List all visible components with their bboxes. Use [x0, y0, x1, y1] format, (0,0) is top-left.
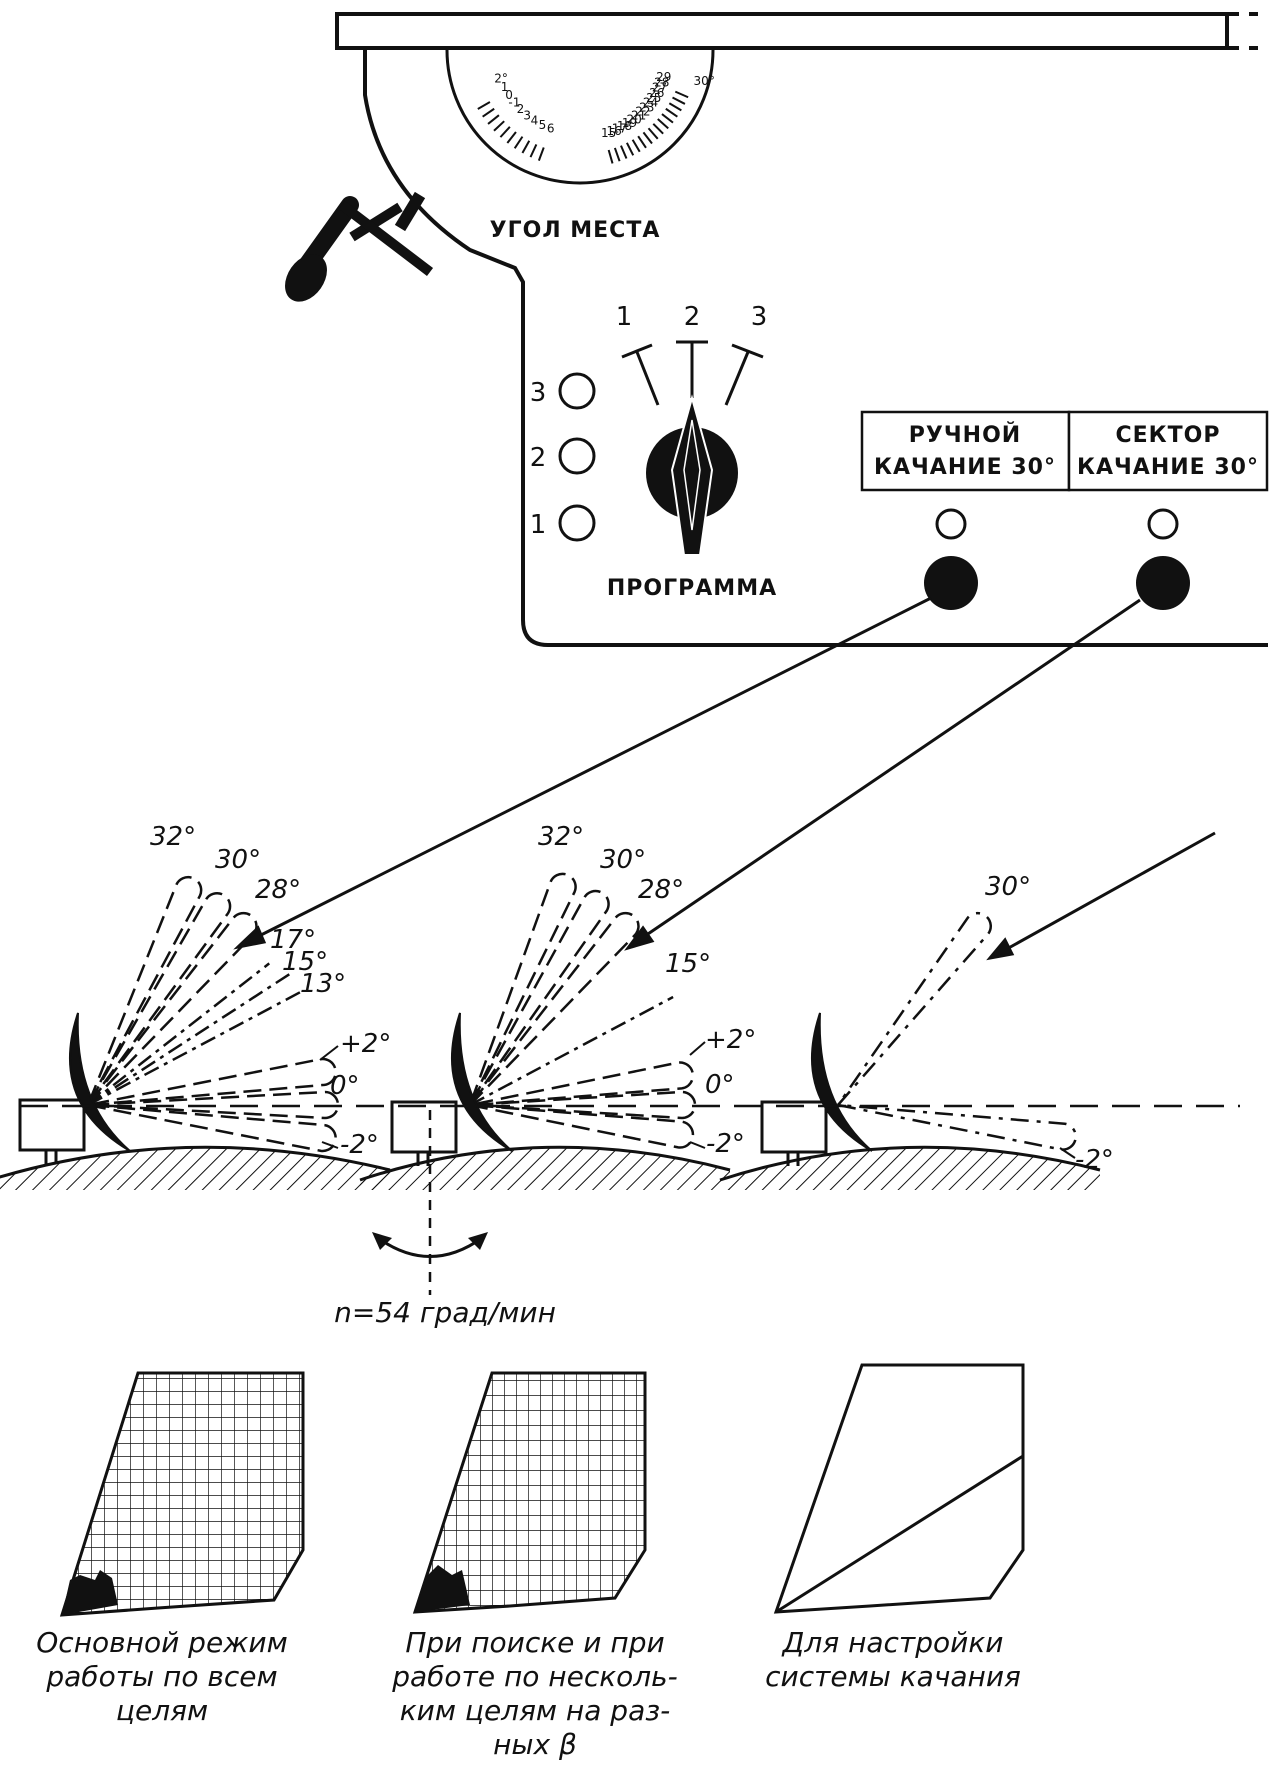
indicator-lamp-3 — [558, 372, 596, 410]
beam-angle-label: 13° — [300, 969, 346, 999]
coverage-panel-left — [59, 1371, 305, 1617]
beam-angle-label: 32° — [150, 822, 196, 852]
program-label: ПРОГРАММА — [607, 576, 777, 601]
dial-left-label: 3 — [523, 108, 531, 122]
caption-left: Основной режим работы по всем целям — [36, 1626, 287, 1727]
caption-right: Для настройки системы качания — [765, 1626, 1021, 1693]
sector-box-line1: СЕКТОР — [1116, 423, 1221, 448]
program-position-1: 1 — [616, 302, 633, 332]
dial-right-label: 27 — [652, 81, 667, 95]
indicator-lamp-1 — [558, 504, 596, 542]
elevation-label: УГОЛ МЕСТА — [490, 218, 661, 243]
program-indicators: 3 2 1 — [530, 372, 596, 542]
beam-angle-label: 30° — [600, 845, 646, 875]
dial-left-label: 2° — [494, 72, 508, 86]
dial-right-label: 28 — [654, 75, 669, 89]
coverage-panel-right — [773, 1363, 1025, 1614]
dial-left-label: 1 — [501, 80, 509, 94]
caption-middle-line2: работе по несколь- — [391, 1660, 678, 1693]
beam-angle-label: -2° — [706, 1129, 745, 1159]
sector-mode-button[interactable] — [1136, 556, 1190, 610]
dial-right-label: 16 — [606, 124, 621, 138]
dial-left-label: 5 — [539, 118, 547, 132]
caption-middle-line4: ных β — [493, 1728, 577, 1761]
caption-middle-line1: При поиске и при — [405, 1626, 664, 1659]
manual-mode-lamp — [935, 508, 967, 540]
beam-diagram-left: 32° 30°28° 17°15°13° +2° 0° -2° — [0, 822, 391, 1190]
dial-left-label: 2 — [517, 102, 525, 116]
caption-left-line3: целям — [116, 1694, 208, 1727]
beam-angle-label: 17° — [270, 925, 316, 955]
dial-right-label: 20 — [627, 112, 642, 126]
beam-angle-label: 30° — [985, 872, 1031, 902]
beam-angle-label: 28° — [638, 875, 684, 905]
beam-angle-label: +2° — [705, 1025, 756, 1055]
beam-diagram-right: 30° -2° — [719, 872, 1114, 1190]
beam-angle-label: 32° — [538, 822, 584, 852]
beam-angle-label: -2° — [340, 1130, 379, 1160]
sector-mode-box: СЕКТОР КАЧАНИЕ 30° — [1067, 410, 1269, 492]
dial-right-label: 21 — [631, 109, 646, 123]
beam-angle-label: 15° — [665, 949, 711, 979]
dial-left-label: 6 — [547, 122, 555, 136]
program-position-3: 3 — [751, 302, 768, 332]
top-rail — [335, 12, 1229, 50]
dial-right-label: 26 — [649, 86, 664, 100]
dial-right-label: 23 — [639, 100, 654, 114]
dial-right-label: 22 — [635, 105, 650, 119]
beam-angle-label: -2° — [1075, 1145, 1114, 1175]
caption-right-line1: Для настройки — [781, 1626, 1004, 1659]
indicator-number-3: 3 — [530, 378, 547, 408]
sector-box-line2: КАЧАНИЕ 30° — [1077, 455, 1259, 480]
coverage-panel-middle — [412, 1371, 647, 1614]
dial-right-label: 29 — [656, 70, 671, 84]
dial-right-label: 19 — [622, 116, 637, 130]
manual-mode-box: РУЧНОЙ КАЧАНИЕ 30° — [860, 410, 1071, 492]
dial-left-label: -1 — [508, 95, 520, 109]
panel-outline — [363, 50, 1268, 647]
rotation-speed-label: n=54 град/мин — [334, 1296, 556, 1329]
manual-box-line1: РУЧНОЙ — [909, 422, 1021, 448]
beam-angle-label: +2° — [340, 1029, 391, 1059]
program-switch[interactable]: 1 2 3 — [616, 302, 768, 556]
caption-left-line1: Основной режим — [36, 1626, 287, 1659]
caption-right-line2: системы качания — [765, 1660, 1021, 1693]
manual-box-line2: КАЧАНИЕ 30° — [874, 455, 1056, 480]
program-position-2: 2 — [684, 302, 701, 332]
dial-left-label: 4 — [531, 114, 539, 128]
beam-angle-label: 28° — [255, 875, 301, 905]
crank-handle[interactable] — [276, 191, 434, 310]
beam-diagram-middle: 32° 30°28° 15° +2° 0° -2° — [359, 822, 756, 1190]
dial-right-label: 25 — [646, 91, 661, 105]
indicator-number-2: 2 — [530, 443, 547, 473]
dial-right-label: 17 — [612, 122, 627, 136]
pointer-arrows — [233, 596, 1216, 961]
dial-right-label: 18 — [617, 119, 632, 133]
dial-right-label: 24 — [643, 96, 658, 110]
beam-angle-label: 0° — [705, 1070, 735, 1100]
dial-right-label: 15 — [601, 126, 616, 140]
indicator-number-1: 1 — [530, 510, 547, 540]
sector-mode-lamp — [1147, 508, 1179, 540]
caption-middle: При поиске и при работе по несколь- ким … — [391, 1626, 678, 1761]
dial-left-label: 0 — [505, 88, 513, 102]
indicator-lamp-2 — [558, 437, 596, 475]
dial-right-label: 30° — [694, 74, 715, 88]
caption-left-line2: работы по всем — [45, 1660, 277, 1693]
rotation-indicator — [372, 1110, 488, 1295]
caption-middle-line3: ким целям на раз- — [400, 1694, 670, 1727]
beam-angle-label: 30° — [215, 845, 261, 875]
beam-angle-label: 15° — [282, 947, 328, 977]
beam-angle-label: 0° — [330, 1071, 360, 1101]
manual-mode-button[interactable] — [924, 556, 978, 610]
